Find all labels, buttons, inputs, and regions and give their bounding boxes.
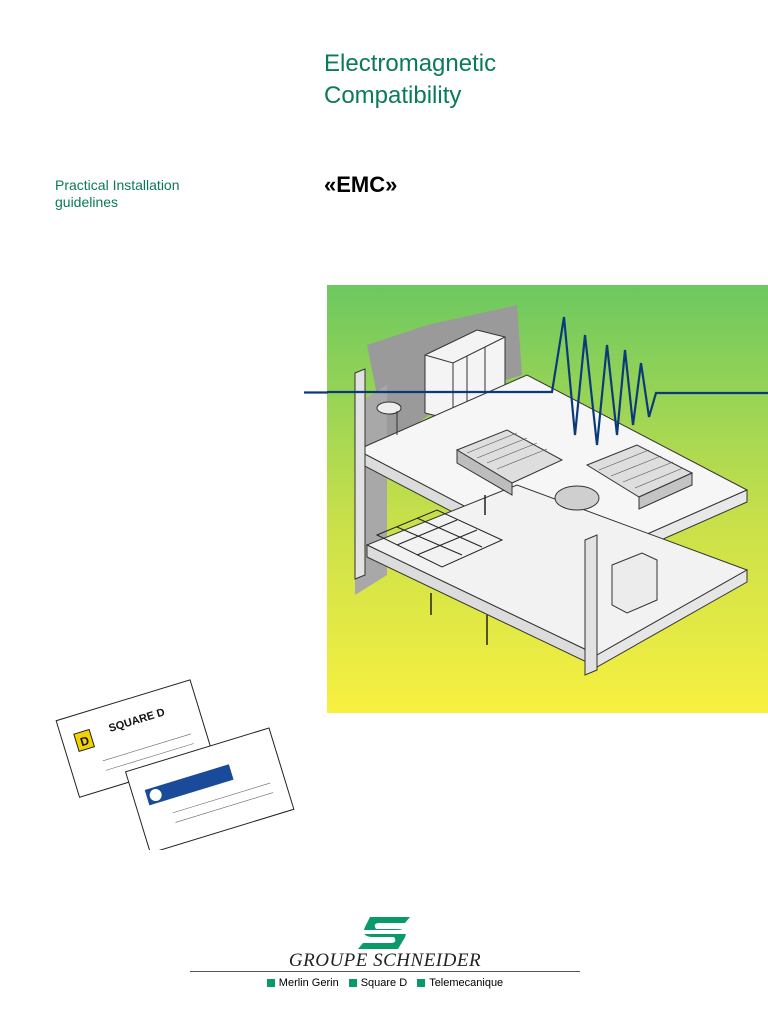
- brand-list: Merlin Gerin Square D Telemecanique: [190, 977, 580, 989]
- groupe-schneider-logo: GROUPE SCHNEIDER Merlin Gerin Square D T…: [190, 900, 580, 1020]
- green-square-icon: [348, 979, 357, 987]
- subtitle-line-2: guidelines: [55, 194, 119, 210]
- brand-cards: D SQUARE D Telemecanique: [55, 679, 295, 850]
- title-line-2: Compatibility: [324, 82, 462, 109]
- wave-lead-line: [304, 391, 328, 394]
- title-line-1: Electromagnetic: [324, 50, 497, 77]
- group-name: GROUPE SCHNEIDER: [288, 950, 482, 971]
- document-title: Electromagnetic Compatibility: [324, 48, 496, 112]
- brand-item: Telemecanique: [417, 977, 503, 989]
- subtitle-line-1: Practical Installation: [55, 177, 180, 193]
- brand-item: Merlin Gerin: [266, 977, 339, 989]
- green-square-icon: [417, 979, 426, 987]
- emc-label: «EMC»: [324, 172, 398, 197]
- footer-divider: [190, 971, 580, 972]
- brand-item: Square D: [348, 977, 407, 989]
- green-square-icon: [266, 979, 275, 987]
- installation-illustration: [327, 285, 768, 713]
- document-subtitle: Practical Installation guidelines: [55, 177, 180, 211]
- schneider-s-icon: [352, 917, 418, 949]
